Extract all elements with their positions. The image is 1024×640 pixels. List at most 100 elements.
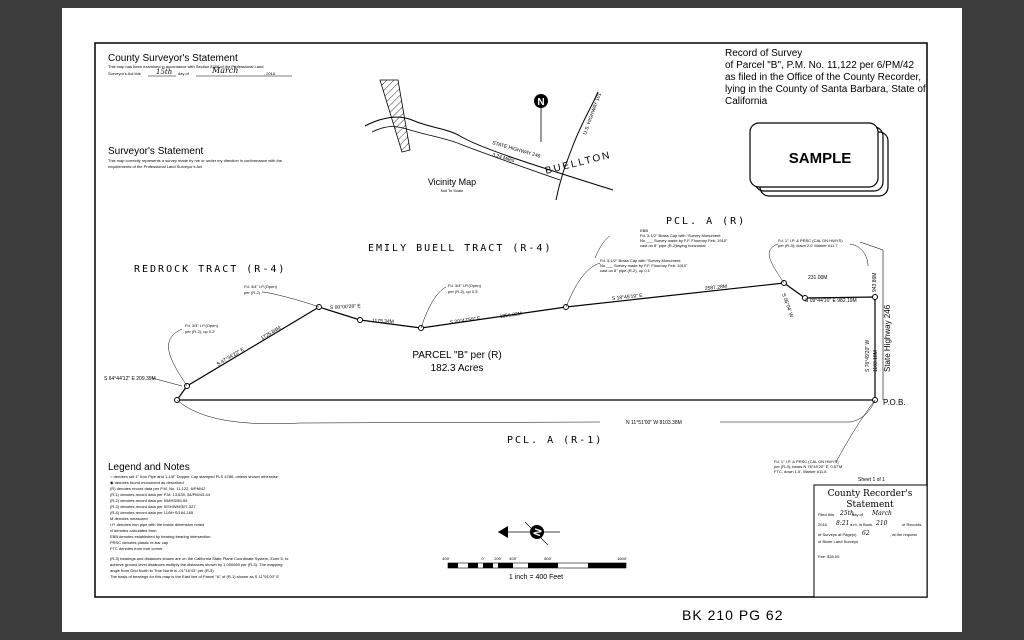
call-label: 231.00M	[808, 275, 827, 281]
parcel-name: PARCEL "B" per (R)	[412, 350, 501, 361]
legend-item: M denotes measured	[110, 516, 148, 521]
legend-item: FTC denotes from true corner	[110, 546, 163, 551]
scale-tick-label: 1600'	[617, 556, 627, 561]
recorder-text: day of	[852, 512, 864, 517]
monument-note: Fd. 3/4" I.P.(Open)	[185, 323, 219, 328]
record-line1: Record of Survey	[725, 48, 802, 59]
call-label: 1103.18M	[873, 350, 879, 372]
county-surveyor-statement: County Surveyor's Statement This map has…	[108, 53, 292, 77]
legend-item: (R) denotes record data per P.M. No. 11,…	[110, 486, 206, 491]
call-label: 1856.22M	[499, 311, 522, 320]
scale-label: 1 inch = 400 Feet	[509, 574, 563, 581]
north-arrow-icon	[530, 525, 544, 539]
legend-note: achieve ground level distances multiply …	[110, 562, 282, 567]
legend-note: (R-3) bearings and distances shown are o…	[110, 556, 289, 561]
call-label: S 20°47'58" E	[449, 316, 481, 326]
monument-note: FTC, down 1.5', Marker #11.8	[774, 469, 827, 474]
surveyor-statement: Surveyor's Statement This map correctly …	[108, 146, 283, 169]
legend-item: I.P. denotes iron pipe with the inside d…	[110, 522, 204, 527]
legend-title: Legend and Notes	[108, 462, 190, 473]
recorder-text: Filed this	[818, 512, 834, 517]
call-label: S 18°45'19" E	[612, 293, 644, 302]
svg-text:N: N	[537, 97, 544, 108]
recorder-handwritten: 8:21	[836, 520, 849, 527]
scale-tick-label: 0'	[482, 556, 485, 561]
scale-tick-label: 200'	[494, 556, 502, 561]
recorder-handwritten: 25th	[839, 510, 854, 517]
legend-item: (R-1) denotes record data per P.M. 13,63…	[110, 492, 211, 497]
call-label: S 05°04' W	[780, 293, 794, 319]
surveyor-statement-title: Surveyor's Statement	[108, 146, 204, 157]
legend-item: PRSC denotes plastic re-bar cap	[110, 540, 169, 545]
redrock-tract-label: REDROCK TRACT (R-4)	[134, 264, 286, 275]
vicinity-map-subtitle: Not To Scale	[441, 188, 464, 193]
call-label: N 11°51'00" W 8103.38M	[626, 420, 682, 426]
map-border	[94, 42, 928, 598]
vicinity-town-label: BUELLTON	[544, 150, 613, 177]
pcl-a-top-label: PCL. A (R)	[666, 216, 746, 227]
monument-note: Fd. 1" I.P. & PRSC (CAL DN HWYS)	[774, 459, 839, 464]
record-of-survey-title: Record of Survey of Parcel "B", P.M. No.…	[725, 48, 926, 107]
recorder-fee: Fee: $35.00	[818, 554, 840, 559]
call-label: S 00°00'28" E	[330, 303, 362, 311]
recorder-text: of Bixler Land Surveys	[818, 539, 858, 544]
call-label: S 76°49'20" W	[865, 339, 871, 372]
county-surveyor-title: County Surveyor's Statement	[108, 53, 238, 64]
monument-note: per (R-3), bears N 76°49'20" E, 0.57'M	[774, 464, 842, 469]
monument-marker	[357, 317, 363, 323]
recorder-text: , at the request	[890, 532, 918, 537]
legend-item: (R-2) denotes record data per 5/MHS/55-5…	[110, 498, 188, 503]
monument-note: Fd. 3-1/2" Brass Cap with "Survey Monume…	[600, 258, 681, 263]
book-page-label: BK 210 PG 62	[682, 607, 784, 623]
surveyor-statement-line1: This map correctly represents a survey m…	[108, 158, 283, 163]
emily-buell-tract-label: EMILY BUELL TRACT (R-4)	[368, 243, 552, 254]
call-label: 943.86M	[872, 273, 878, 292]
sample-stamp: SAMPLE	[749, 122, 889, 197]
monument-note: Fd. 3-1/2" Brass Cap with "Survey Monume…	[640, 233, 721, 238]
scale-tick-label: 400'	[509, 556, 517, 561]
county-surveyor-day: 15th	[156, 68, 172, 76]
recorder-text: of Records	[902, 522, 921, 527]
recorder-title2: Statement	[846, 500, 894, 510]
legend-item: (R-3) denotes record data per 5/SHWM/307…	[110, 504, 196, 509]
bearing-calls: S 64°44'12" E 209.39M 1725.84M S 47°34'2…	[104, 273, 906, 426]
monument-note: Fd. 3/4" I.P.(Open)	[244, 284, 278, 289]
monument-notes: Fd. 3/4" I.P.(Open) per (R-2), up 0.2' F…	[185, 228, 843, 474]
call-label: S 64°44'12" E 209.39M	[104, 376, 156, 382]
monument-note: per (R-3), down 2.0' Marker #11.7	[778, 243, 838, 248]
pob-label: P.O.B.	[883, 398, 906, 407]
call-label: S 09°44'10" E 982.19M	[805, 298, 857, 304]
recorder-title1: County Recorder's	[828, 489, 913, 499]
monument-note: cast on 8" pipe (R-2), up 0.1'	[600, 268, 651, 273]
call-label: 1175.34M	[372, 318, 394, 325]
monument-marker	[802, 295, 808, 301]
scale-bar: 400' 0' 200' 400' 800' 1600' 1 inch = 40…	[442, 556, 627, 581]
surveyor-statement-line2: requirements of the Professional Land Su…	[108, 164, 203, 169]
legend-item: ◉ denotes found monument as described	[110, 480, 184, 485]
county-surveyor-line1: This map has been examined in accordance…	[108, 64, 263, 69]
leader-lines	[168, 235, 876, 463]
recorder-text: a.m. in Book	[850, 522, 872, 527]
monument-marker	[872, 294, 878, 300]
county-surveyor-year: , 2016	[264, 71, 276, 76]
vicinity-map-title: Vicinity Map	[428, 177, 476, 187]
monument-note: EBB	[640, 228, 648, 233]
monument-note: cast on 8" pipe (R-2)laying horizontal	[640, 243, 706, 248]
legend-item: (R-4) denotes record data per 11/M+S/164…	[110, 510, 194, 515]
recorder-handwritten: 210	[875, 520, 888, 527]
pcl-a-bottom-label: PCL. A (R-1)	[507, 435, 603, 446]
record-line3: as filed in the Office of the County Rec…	[725, 72, 921, 83]
legend-note: angle from Grid North to True North is -…	[110, 568, 214, 573]
county-surveyor-month: March	[211, 66, 238, 75]
monument-note: per (R-2), up 0.3'	[448, 289, 478, 294]
record-line4: lying in the County of Santa Barbara, St…	[725, 84, 926, 95]
parcel-area: 182.3 Acres	[431, 363, 484, 374]
county-surveyor-dayof: day of	[178, 71, 190, 76]
legend-note: The basis of bearings for this map is th…	[110, 574, 279, 579]
scale-tick-label: 400'	[442, 556, 450, 561]
recorder-handwritten: March	[871, 510, 892, 517]
county-surveyor-line2: Surveyor's Act this	[108, 71, 141, 76]
monument-note: No.___ Survey made by F.F. Flournoy Feb.…	[640, 238, 728, 243]
call-label: 2587.28M	[705, 284, 728, 292]
